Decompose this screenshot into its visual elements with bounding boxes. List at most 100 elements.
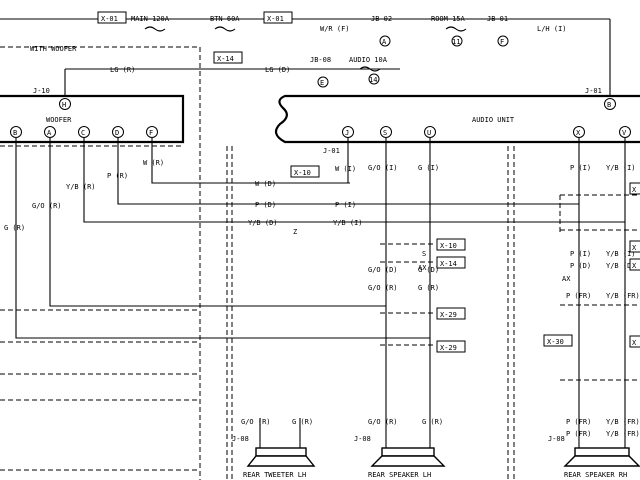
wire-right-p-fr: P (FR) bbox=[566, 292, 591, 300]
tweeter-g-label: G (R) bbox=[292, 418, 313, 426]
jb02-label: JB-02 bbox=[371, 15, 392, 23]
audio-pin-v: V bbox=[619, 126, 631, 138]
woofer-pin-b: B bbox=[10, 126, 22, 138]
fuse-room-label: ROOM 15A bbox=[431, 15, 466, 23]
connector-x01-label: X-01 bbox=[101, 15, 118, 23]
fuse-audio-symbol bbox=[359, 66, 381, 72]
spk-lh-cone bbox=[370, 455, 446, 467]
wire-right-p-d: P (D) bbox=[570, 262, 591, 270]
tweeter-j08-label: J-08 bbox=[232, 435, 249, 443]
rear-speaker-lh-wires: G/O (I) G (I) X-10 S G/O (D) G (D) X-14 … bbox=[368, 138, 466, 448]
wire-right-p-i2: P (I) bbox=[570, 250, 591, 258]
spk-rh-label: REAR SPEAKER RH bbox=[564, 471, 627, 479]
connector-right-x-2-label: X bbox=[632, 244, 637, 252]
tweeter-body bbox=[255, 447, 307, 457]
tweeter-label: REAR TWEETER LH bbox=[243, 471, 306, 479]
jb01-pin bbox=[497, 35, 509, 47]
wire-p-d: P (D) bbox=[255, 201, 276, 209]
spk-rh-yb-label: Y/B (FR) bbox=[606, 430, 640, 438]
connector-x01-top bbox=[97, 11, 127, 24]
audio-unit-label: AUDIO UNIT bbox=[472, 116, 515, 124]
j10-label: J-10 bbox=[33, 87, 50, 95]
woofer-pin-c: C bbox=[78, 126, 90, 138]
audio-pin-s: S bbox=[380, 126, 392, 138]
wire-w-d: W (D) bbox=[255, 180, 276, 188]
woofer-pin-d: D bbox=[112, 126, 124, 138]
wire-right-yb-fr2: Y/B (FR) bbox=[606, 418, 640, 426]
with-woofer-zone: WITH WOOFER bbox=[0, 45, 201, 480]
j10-pin bbox=[59, 98, 71, 110]
connector-x29-lh-label: X-29 bbox=[440, 311, 457, 319]
audio-j01-label: J-01 bbox=[323, 147, 340, 155]
jb08-pin bbox=[317, 76, 329, 88]
connector-right-x-4-label: X bbox=[632, 339, 637, 347]
svg-text:D: D bbox=[115, 129, 119, 137]
with-woofer-label: WITH WOOFER bbox=[30, 45, 77, 53]
wire-p-r: P (R) bbox=[107, 172, 128, 180]
svg-text:B: B bbox=[13, 129, 17, 137]
j10-pin-label: H bbox=[62, 101, 66, 109]
wire-w-i: W (I) bbox=[335, 165, 356, 173]
jb02-pin-label: A bbox=[382, 38, 387, 46]
connector-x29-lh bbox=[436, 307, 466, 320]
wire-lh-i: L/H (I) bbox=[537, 25, 567, 33]
jb01-pin-label: F bbox=[500, 38, 504, 46]
middle-connectors: W (D) X-10 W (I) P (D) P (I) Y/B (D) Z Y… bbox=[248, 138, 363, 236]
audio-fuse-pin-label: 14 bbox=[369, 76, 377, 84]
wire-lg-r: LG (R) bbox=[110, 66, 135, 74]
audio-pin-j: J bbox=[342, 126, 354, 138]
audio-pin-x: X bbox=[573, 126, 585, 138]
top-power-line: X-01 MAIN 120A BTN 60A X-01 W/R (F) JB-0… bbox=[0, 11, 611, 95]
spk-lh-go-label: G/O (R) bbox=[368, 418, 398, 426]
spk-lh-body bbox=[381, 447, 435, 457]
woofer-wires: W (R) P (R) Y/B (R) G/O (R) G (R) bbox=[0, 138, 625, 480]
spk-lh-j08-label: J-08 bbox=[354, 435, 371, 443]
connector-right-x-3-label: X bbox=[632, 262, 637, 270]
audio-fuse-pin bbox=[368, 73, 380, 85]
connector-x10-mid-label: X-10 bbox=[294, 169, 311, 177]
svg-text:U: U bbox=[427, 129, 431, 137]
spk-rh-body bbox=[574, 447, 630, 457]
wire-go-d: G/O (D) bbox=[368, 266, 398, 274]
woofer-label: WOOFER bbox=[46, 116, 72, 124]
wire-go-i: G/O (I) bbox=[368, 164, 398, 172]
audio-pin-u: U bbox=[424, 126, 436, 138]
wire-g-d: G (D) bbox=[418, 266, 439, 274]
jb08-pin-label: E bbox=[320, 79, 324, 87]
connector-right-x-1-label: X bbox=[632, 186, 637, 194]
rear-speaker-rh: P (FR) Y/B (FR) J-08 REAR SPEAKER RH bbox=[548, 430, 640, 479]
wire-right-p-i: P (I) bbox=[570, 164, 591, 172]
wire-p-i: P (I) bbox=[335, 201, 356, 209]
room-pin bbox=[451, 35, 463, 47]
woofer-pin-f: F bbox=[146, 126, 158, 138]
woofer-pin-a: A bbox=[44, 126, 56, 138]
fuse-btn-label: BTN 60A bbox=[210, 15, 240, 23]
svg-text:V: V bbox=[622, 129, 627, 137]
connector-x01-label-2: X-01 bbox=[267, 15, 284, 23]
j01-right-label: J-01 bbox=[585, 87, 602, 95]
wire-yb-i: Y/B (I) bbox=[333, 219, 363, 227]
connector-x14-label: X-14 bbox=[217, 55, 234, 63]
rear-speaker-lh: G/O (R) G (R) J-08 REAR SPEAKER LH bbox=[354, 418, 446, 479]
connector-right-x-2 bbox=[629, 240, 640, 253]
svg-text:A: A bbox=[47, 129, 52, 137]
connector-x10-lh bbox=[436, 238, 466, 251]
connector-right-x-4 bbox=[629, 335, 640, 348]
connector-x14-lh bbox=[436, 256, 466, 269]
svg-text:X: X bbox=[576, 129, 581, 137]
wire-right-yb-i2: Y/B (I) bbox=[606, 250, 636, 258]
jb01-label: JB-01 bbox=[487, 15, 508, 23]
connector-right-x-1 bbox=[629, 182, 640, 195]
wire-right-yb-d: Y/B (D) bbox=[606, 262, 636, 270]
wire-right-ax: AX bbox=[562, 275, 571, 283]
fuse-audio-label: AUDIO 10A bbox=[349, 56, 388, 64]
spk-rh-j08-label: J-08 bbox=[548, 435, 565, 443]
fuse-main-label: MAIN 120A bbox=[131, 15, 170, 23]
fuse-room-symbol bbox=[445, 26, 467, 32]
connector-x10-mid bbox=[290, 165, 320, 178]
tweeter-go-label: G/O (R) bbox=[241, 418, 271, 426]
lg-line: LG (R) X-14 LG (D) JB-08 E AUDIO 10A 14 … bbox=[33, 51, 616, 110]
wire-w-r: W (R) bbox=[143, 159, 164, 167]
j01-right-pin bbox=[604, 98, 616, 110]
svg-text:S: S bbox=[383, 129, 387, 137]
